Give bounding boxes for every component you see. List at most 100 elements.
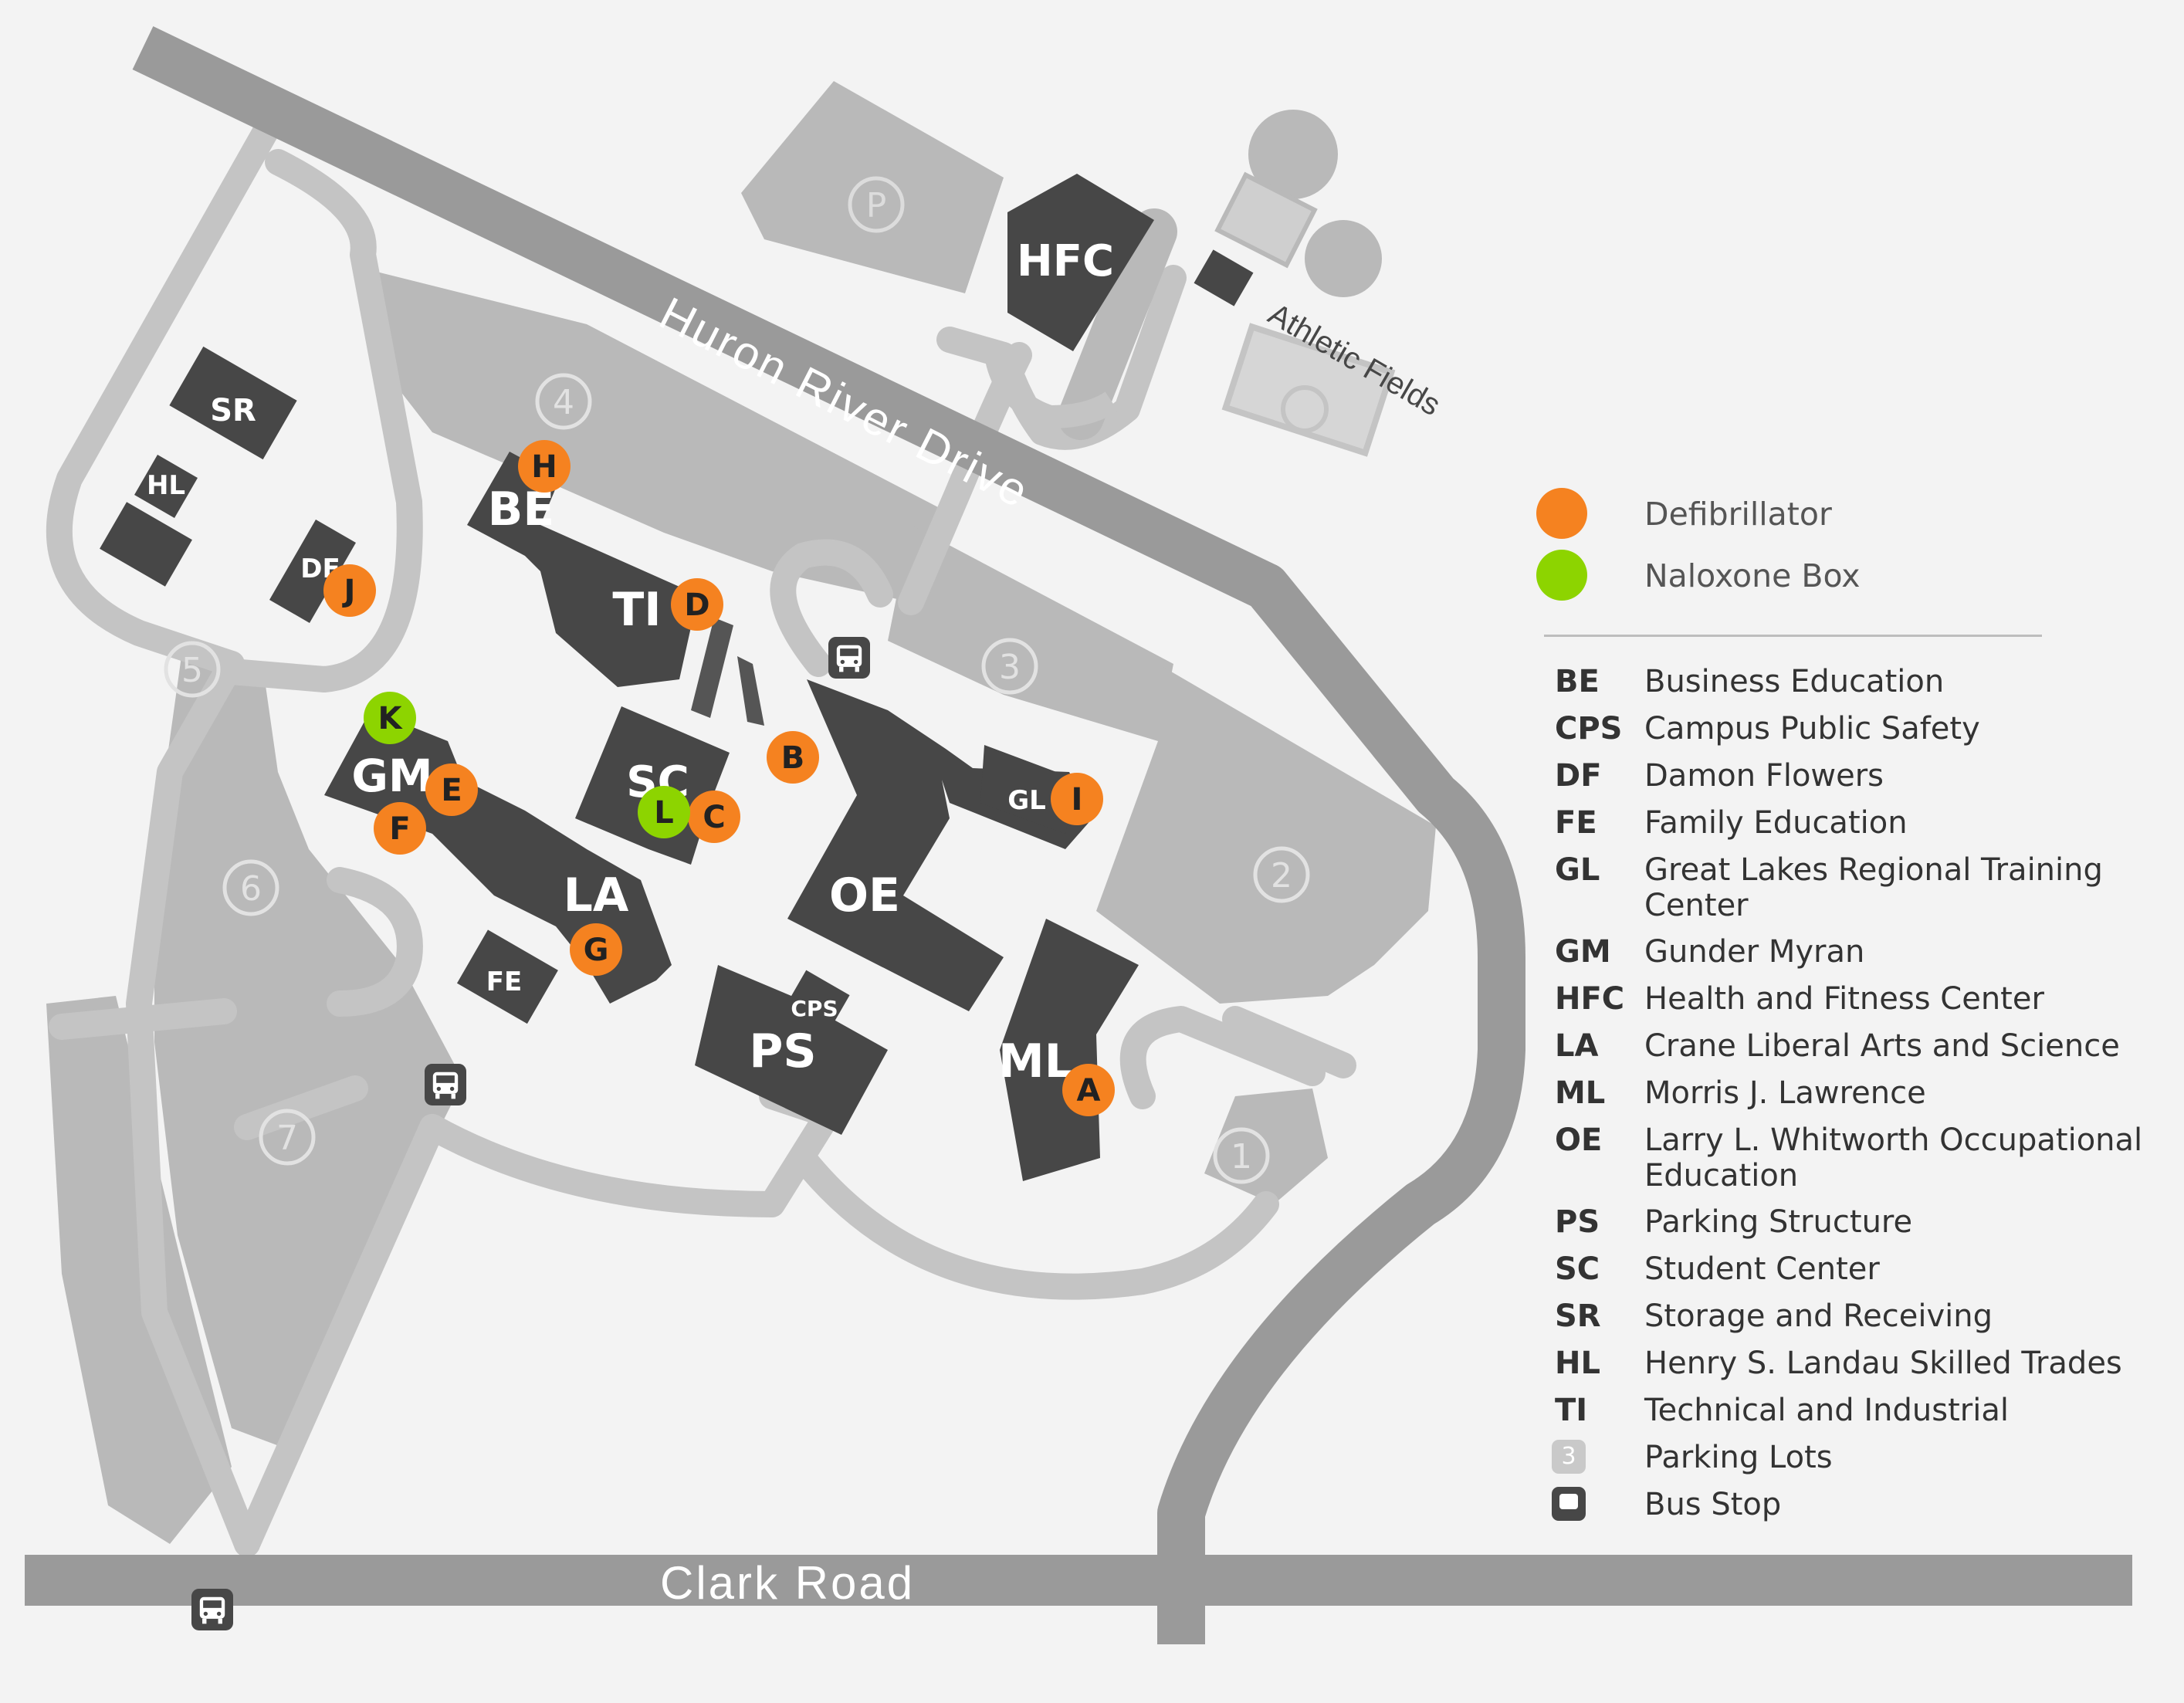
building-label-hfc: HFC [1017,236,1114,286]
building-label-fe: FE [486,967,522,997]
marker-c[interactable]: C [688,791,740,843]
main-roads [25,26,2132,1644]
legend-code: PS [1555,1204,1600,1240]
svg-text:A: A [1077,1073,1101,1109]
parking-lot-legend-icon: 3 [1552,1440,1586,1474]
legend-code: GL [1555,852,1600,888]
marker-d[interactable]: D [671,578,723,631]
legend-building-name: Crane Liberal Arts and Science [1644,1028,2120,1064]
naloxone-legend-label: Naloxone Box [1644,557,1861,594]
legend-building-name: Campus Public Safety [1644,711,1980,747]
building-label-ti: TI [612,583,661,637]
parking-lots-label: Parking Lots [1644,1440,1833,1475]
svg-text:2: 2 [1271,856,1292,896]
legend-building-name: Student Center [1644,1251,1880,1287]
parking-p-symbol: P [848,176,905,233]
svg-text:J: J [342,574,356,609]
marker-l[interactable]: L [638,786,690,838]
marker-b[interactable]: B [767,731,819,784]
building-label-oe: OE [829,868,900,923]
lot-2-area [1096,664,1436,1004]
svg-text:C: C [703,800,725,835]
building-label-ml: ML [998,1034,1074,1088]
legend-code: BE [1555,664,1600,699]
legend-code: SC [1555,1251,1600,1287]
legend-building-name: Storage and Receiving [1644,1298,1993,1334]
parking-lot-3: 3 [981,638,1038,695]
bus-stop-icon-3 [191,1589,233,1630]
lot-3-area [888,525,1173,741]
building-hl-2 [100,502,192,587]
building-ti-fins [691,618,764,726]
legend-code: LA [1555,1028,1599,1064]
svg-text:F: F [389,811,410,847]
marker-a[interactable]: A [1062,1064,1115,1116]
parking-lot-7: 7 [259,1109,316,1166]
defibrillator-legend-label: Defibrillator [1644,496,1832,533]
marker-g[interactable]: G [570,923,622,976]
legend-building-name: Damon Flowers [1644,758,1884,794]
legend-code: CPS [1555,711,1623,747]
clark-road [25,1555,2132,1606]
athletic-fields-graphic [1194,110,1396,457]
huron-river-drive [132,26,1525,1644]
building-df [269,520,356,623]
legend-building-name: Family Education [1644,805,1908,841]
legend-code: OE [1555,1122,1603,1158]
marker-j[interactable]: J [323,564,376,617]
lot-4-area [371,270,957,602]
marker-i[interactable]: I [1051,773,1103,825]
legend-building-name: Morris J. Lawrence [1644,1075,1926,1111]
svg-text:6: 6 [240,869,262,909]
building-label-cps: CPS [791,996,838,1021]
marker-h[interactable]: H [518,440,571,493]
naloxone-legend-dot [1536,550,1587,601]
building-hfc [1007,174,1154,351]
legend-building-name: Parking Structure [1644,1204,1913,1240]
building-fe [456,929,558,1024]
clark-road-label: Clark Road [660,1557,915,1609]
svg-text:I: I [1072,782,1083,818]
building-label-sr: SR [210,393,256,428]
legend-code: HFC [1555,981,1625,1017]
bus-stop-legend-icon [1552,1487,1586,1521]
building-label-ps: PS [749,1024,816,1078]
legend-building-name: Great Lakes Regional Training Center [1644,852,2103,923]
legend-divider [1544,635,2042,637]
svg-text:7: 7 [276,1119,298,1158]
parking-lot-1: 1 [1213,1127,1270,1184]
parking-p-area [741,81,1004,293]
bus-stop-label: Bus Stop [1644,1487,1782,1522]
building-oe [787,679,1092,1011]
building-gl [980,745,1077,834]
marker-f[interactable]: F [374,802,426,855]
building-sr [169,346,297,460]
svg-text:B: B [781,740,805,776]
bus-stop-icon-1 [828,637,870,679]
bus-stop-icon-2 [425,1064,466,1105]
svg-text:H: H [531,449,557,485]
lot-5-7-area [154,656,463,1451]
building-cps [791,970,850,1022]
markers: A B C D EF G H I J K L [323,440,1115,1116]
svg-text:L: L [654,795,674,831]
svg-text:D: D [684,587,709,623]
building-label-gl: GL [1007,785,1046,816]
building-ml [1000,919,1139,1181]
svg-text:K: K [378,701,404,736]
svg-text:P: P [866,186,887,225]
bus-stops [191,637,870,1630]
legend-building-name: Technical and Industrial [1644,1393,2009,1428]
building-hl [134,455,198,518]
svg-text:G: G [584,933,609,968]
building-label-gm: GM [351,750,432,802]
defibrillator-legend-dot [1536,488,1587,539]
parking-lot-5: 5 [164,641,221,698]
legend-building-name: Health and Fitness Center [1644,981,2044,1017]
legend-code: ML [1555,1075,1606,1111]
marker-k[interactable]: K [364,692,416,744]
marker-e[interactable]: E [425,763,478,816]
